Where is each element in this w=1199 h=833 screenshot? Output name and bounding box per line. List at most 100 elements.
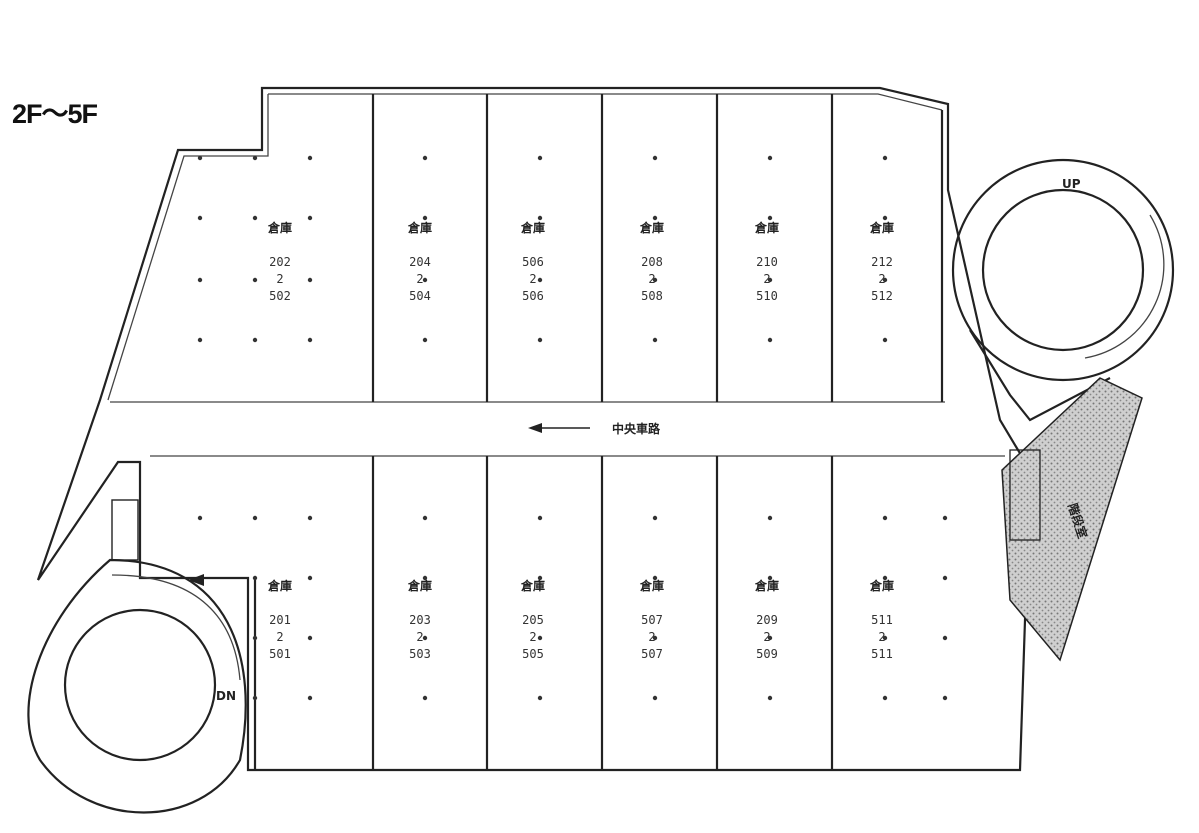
room-label: 倉庫 201 2 501: [267, 578, 292, 661]
room-mid: 2: [648, 272, 655, 286]
column-dot: [882, 575, 888, 581]
column-dot: [422, 575, 428, 581]
room-top: 209: [756, 613, 778, 627]
column-dot: [307, 215, 313, 221]
column-dot: [252, 337, 258, 343]
column-dot: [767, 695, 773, 701]
central-corridor: 中央車路: [110, 401, 1005, 457]
column-dot: [252, 695, 258, 701]
column-dot: [882, 635, 888, 641]
room-name: 倉庫: [639, 578, 664, 593]
room-top: 212: [871, 255, 893, 269]
room-mid: 2: [529, 272, 536, 286]
structural-columns: [197, 155, 948, 701]
room-name: 倉庫: [754, 220, 779, 235]
column-dot: [882, 337, 888, 343]
column-dot: [252, 515, 258, 521]
corridor-arrow-head: [528, 423, 542, 433]
room-mid: 2: [529, 630, 536, 644]
column-dot: [197, 515, 203, 521]
room-top: 507: [641, 613, 663, 627]
room-name: 倉庫: [869, 220, 894, 235]
room-bottom: 501: [269, 647, 291, 661]
column-dot: [652, 515, 658, 521]
floor-label: 2F～5F: [12, 99, 98, 129]
room-top: 205: [522, 613, 544, 627]
room-name: 倉庫: [267, 220, 292, 235]
room-name: 倉庫: [267, 578, 292, 593]
column-dot: [252, 575, 258, 581]
room-name: 倉庫: [639, 220, 664, 235]
room-bottom: 506: [522, 289, 544, 303]
column-dot: [252, 635, 258, 641]
column-dot: [942, 515, 948, 521]
ramp-down-label: DN: [216, 689, 236, 703]
column-dot: [197, 215, 203, 221]
room-name: 倉庫: [520, 220, 545, 235]
room-top: 210: [756, 255, 778, 269]
room-top: 506: [522, 255, 544, 269]
room-mid: 2: [416, 272, 423, 286]
room-bottom: 509: [756, 647, 778, 661]
lower-partitions: [253, 456, 834, 770]
column-dot: [307, 695, 313, 701]
room-name: 倉庫: [754, 578, 779, 593]
room-mid: 2: [878, 630, 885, 644]
column-dot: [767, 635, 773, 641]
column-dot: [197, 277, 203, 283]
column-dot: [767, 155, 773, 161]
column-dot: [942, 575, 948, 581]
column-dot: [307, 635, 313, 641]
room-top: 201: [269, 613, 291, 627]
room-bottom: 507: [641, 647, 663, 661]
column-dot: [537, 635, 543, 641]
column-dot: [537, 155, 543, 161]
ramp-down: DN: [27, 499, 247, 814]
column-dot: [422, 515, 428, 521]
room-bottom: 505: [522, 647, 544, 661]
room-top: 204: [409, 255, 431, 269]
column-dot: [767, 277, 773, 283]
column-dot: [422, 155, 428, 161]
room-top: 208: [641, 255, 663, 269]
room-mid: 2: [276, 630, 283, 644]
room-mid: 2: [648, 630, 655, 644]
column-dot: [537, 515, 543, 521]
column-dot: [307, 155, 313, 161]
column-dot: [537, 575, 543, 581]
column-dot: [307, 277, 313, 283]
column-dot: [882, 695, 888, 701]
building-outline: [36, 86, 1032, 772]
room-mid: 2: [763, 272, 770, 286]
column-dot: [252, 277, 258, 283]
column-dot: [252, 155, 258, 161]
ramp-up-label: UP: [1062, 177, 1081, 191]
column-dot: [882, 155, 888, 161]
column-dot: [197, 155, 203, 161]
ramp-up: UP: [951, 158, 1175, 422]
column-dot: [422, 635, 428, 641]
column-dot: [422, 337, 428, 343]
column-dot: [537, 337, 543, 343]
column-dot: [422, 277, 428, 283]
column-dot: [252, 215, 258, 221]
column-dot: [767, 337, 773, 343]
corridor-label: 中央車路: [612, 421, 661, 436]
room-label: 倉庫 507 2 507: [639, 578, 664, 661]
column-dot: [942, 635, 948, 641]
column-dot: [652, 575, 658, 581]
column-dot: [652, 337, 658, 343]
column-dot: [652, 635, 658, 641]
room-name: 倉庫: [520, 578, 545, 593]
room-label: 倉庫 506 2 506: [520, 220, 545, 303]
column-dot: [882, 515, 888, 521]
column-dot: [307, 575, 313, 581]
upper-partitions: [371, 94, 944, 402]
